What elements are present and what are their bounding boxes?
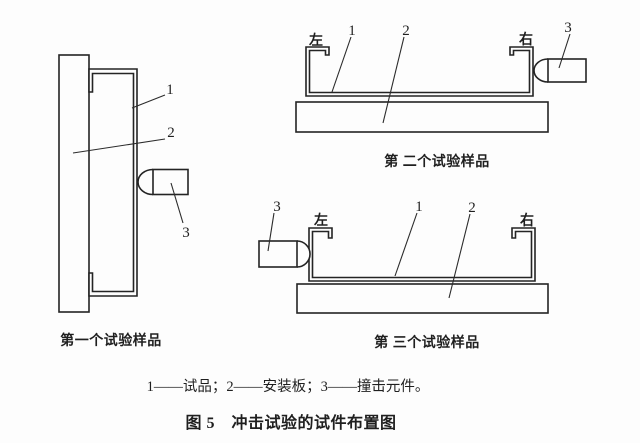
mounting-plate <box>295 101 549 133</box>
part3-label: 3 <box>564 20 572 36</box>
third-sample-diagram: 3 左 1 2 右 第 三个试验样品 <box>258 199 549 351</box>
impactor-body <box>258 240 298 268</box>
part2-leader-line <box>72 138 166 154</box>
part3-label: 3 <box>182 225 190 241</box>
first-sample-caption: 第一个试验样品 <box>60 332 162 349</box>
impactor-nose <box>296 240 311 268</box>
part1-label: 1 <box>166 82 174 98</box>
part2-label: 2 <box>468 200 476 216</box>
part2-leader-line <box>448 213 471 299</box>
impactor-body <box>547 58 587 83</box>
part1-leader-line <box>131 94 166 109</box>
impactor-nose <box>533 58 549 83</box>
part1-label: 1 <box>415 199 423 215</box>
part1-label: 1 <box>348 23 356 39</box>
mounting-plate <box>58 54 90 313</box>
first-sample-diagram: 1 2 3 第一个试验样品 <box>58 54 190 349</box>
right-end-label: 右 <box>519 212 534 229</box>
specimen-channel <box>305 46 534 97</box>
part3-leader-line <box>558 33 571 69</box>
specimen-channel <box>88 68 138 297</box>
second-sample-diagram: 左 右 1 2 3 第 二个试验样品 <box>295 20 587 170</box>
impactor-nose <box>137 168 154 196</box>
part3-leader-line <box>267 212 275 252</box>
left-end-label: 左 <box>313 212 328 229</box>
figure-title: 图 5 冲击试验的试件布置图 <box>185 413 396 432</box>
part2-leader-line <box>382 36 405 124</box>
part1-leader-line <box>394 212 418 277</box>
right-end-label: 右 <box>518 31 533 48</box>
part3-leader-line <box>170 182 184 224</box>
specimen-channel <box>308 227 536 282</box>
part1-leader-line <box>331 36 352 93</box>
third-sample-caption: 第 三个试验样品 <box>374 334 480 351</box>
part2-label: 2 <box>167 125 175 141</box>
part2-label: 2 <box>402 23 410 39</box>
left-end-label: 左 <box>308 32 323 49</box>
part3-label: 3 <box>273 199 281 215</box>
figure-legend: 1——试品；2——安装板；3——撞击元件。 <box>147 377 430 395</box>
impactor-body <box>152 168 189 196</box>
mounting-plate <box>296 283 549 314</box>
second-sample-caption: 第 二个试验样品 <box>384 153 490 170</box>
